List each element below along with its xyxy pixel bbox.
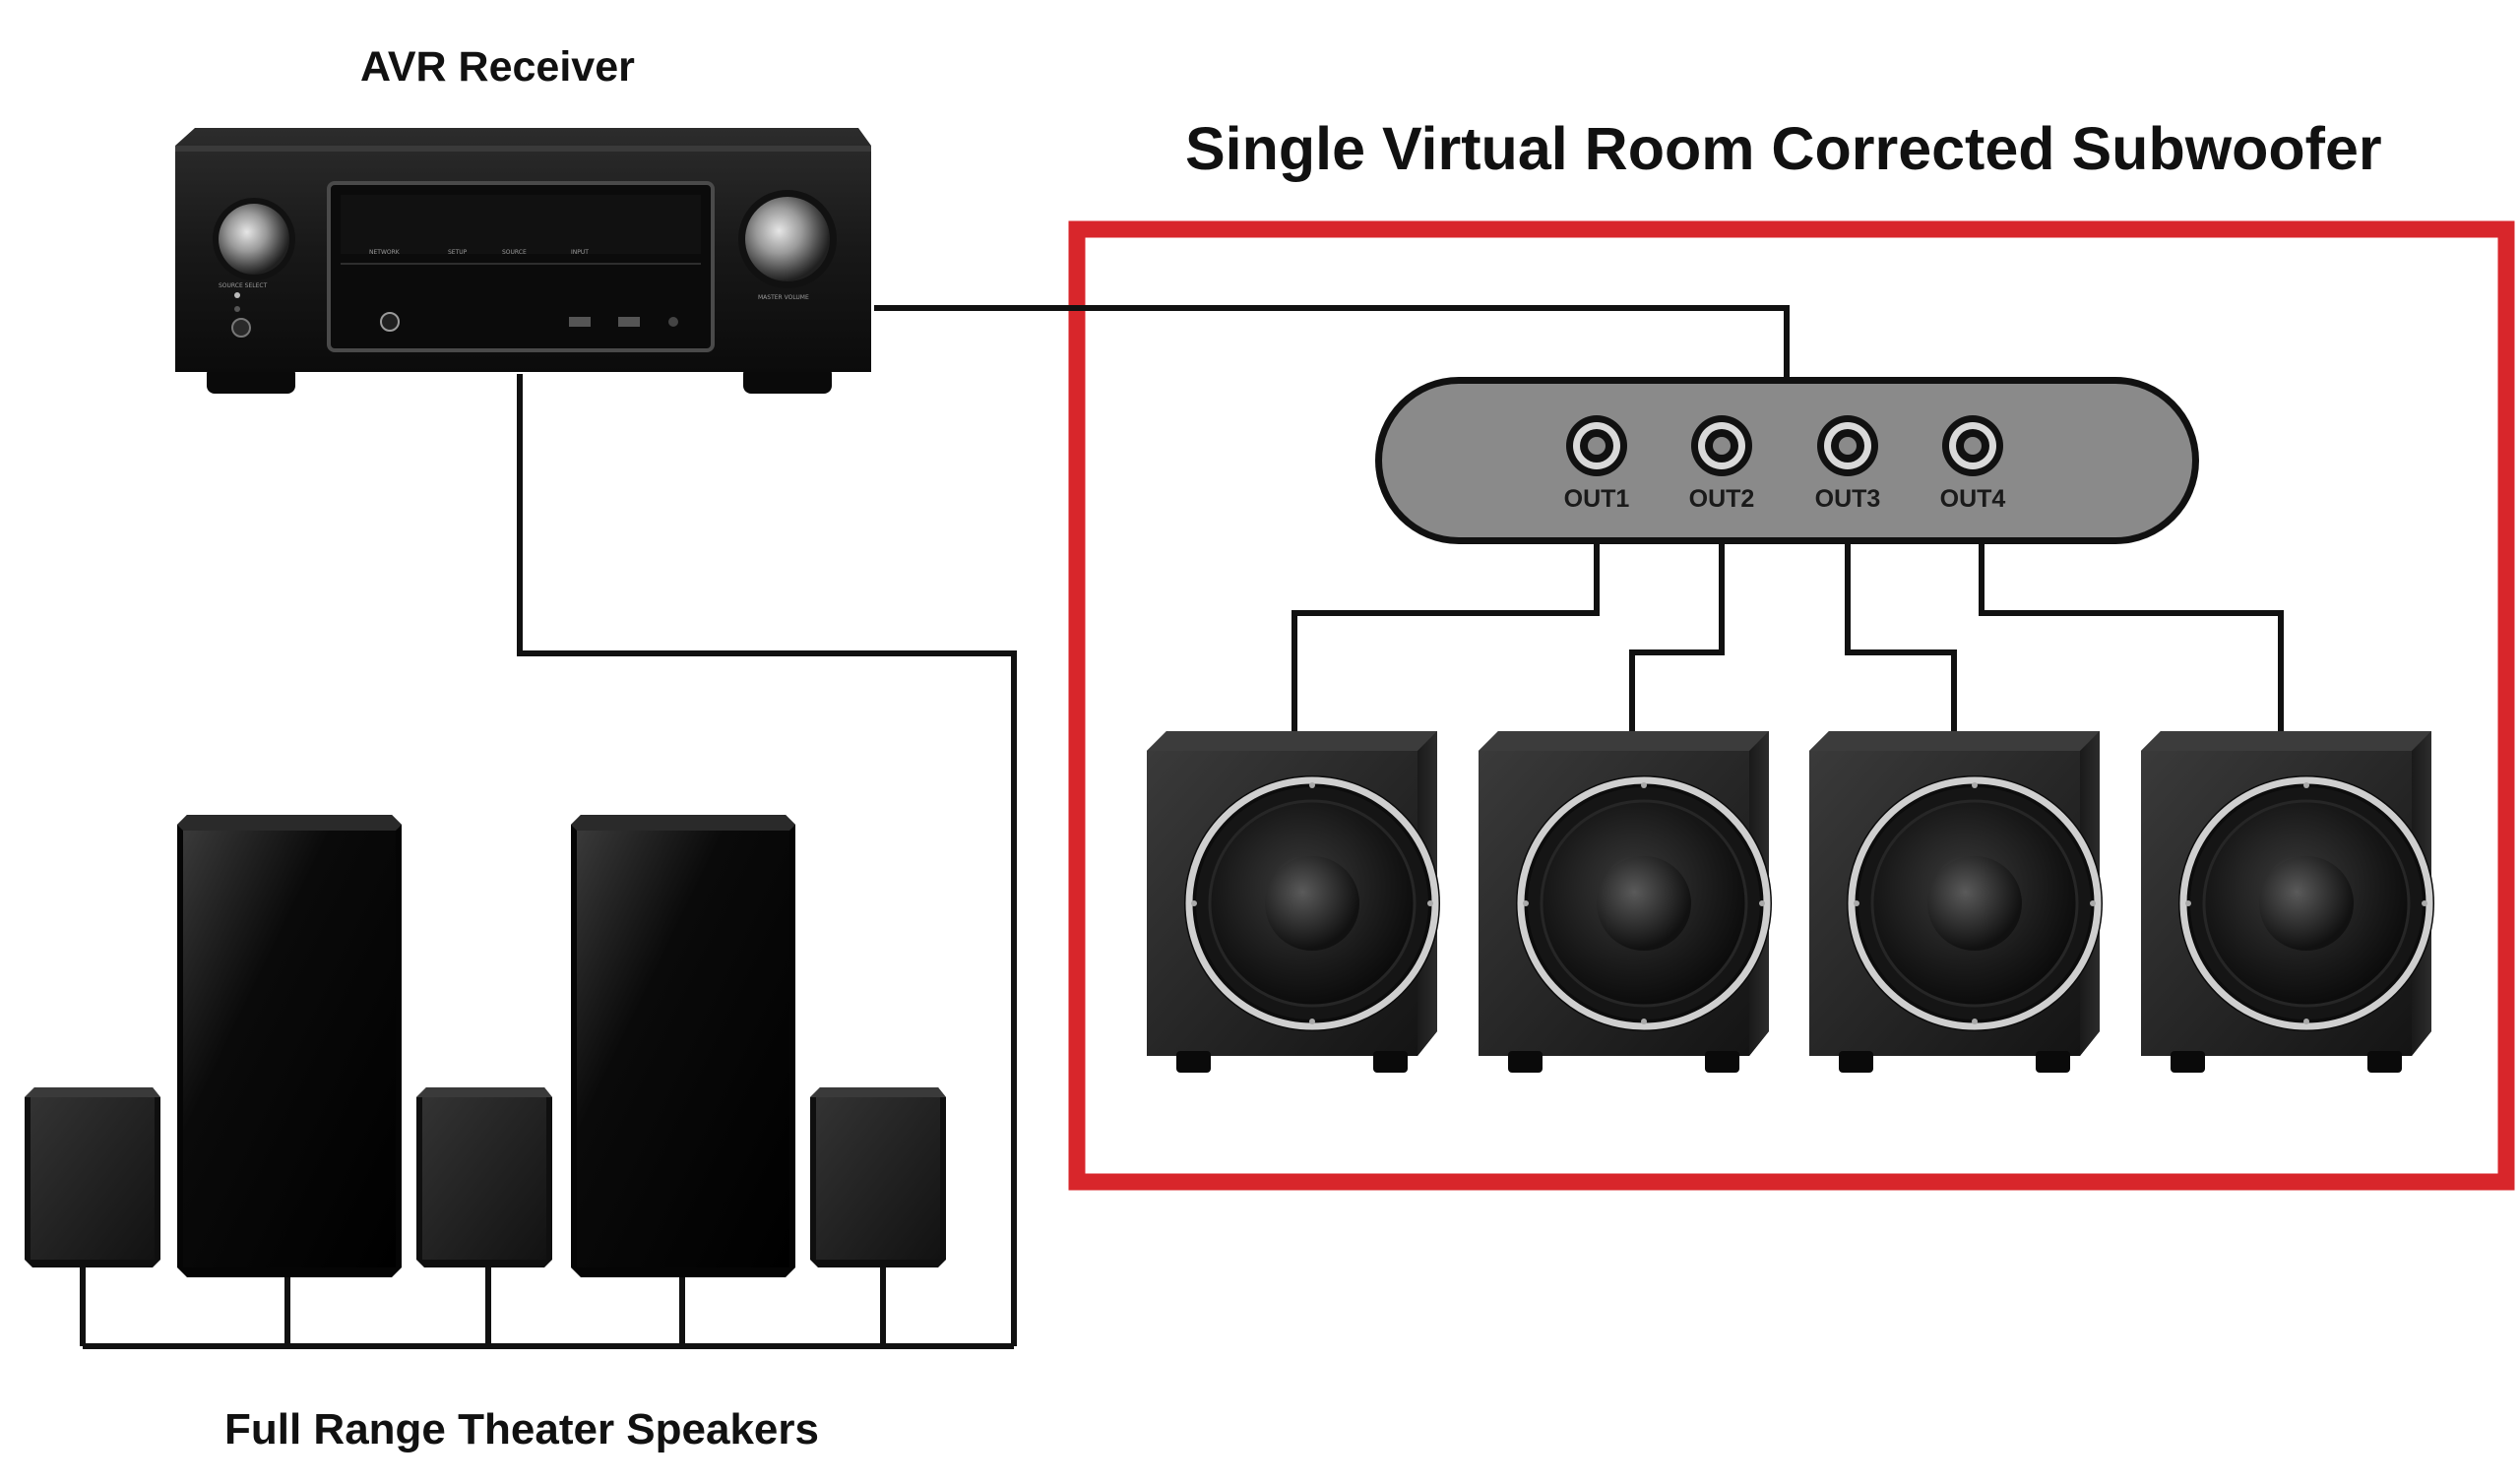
- svg-text:INPUT: INPUT: [571, 249, 589, 256]
- output-jack-1: [1566, 415, 1627, 476]
- svg-text:SOURCE: SOURCE: [502, 249, 527, 256]
- splitter-box-icon: OUT1 OUT2 OUT3 OUT4: [1375, 377, 2199, 544]
- output-jack-2: [1691, 415, 1752, 476]
- svg-text:NETWORK: NETWORK: [369, 249, 401, 256]
- output-jack-3: [1817, 415, 1878, 476]
- av-receiver-icon: NETWORK SETUP SOURCE INPUT SOURCE SELECT…: [175, 128, 871, 394]
- subwoofer-icon: [1479, 731, 1772, 1073]
- subwoofer-icon: [1147, 731, 1440, 1073]
- output-jack-4: [1942, 415, 2003, 476]
- port-label-out1: OUT1: [1564, 485, 1630, 513]
- satellite-speaker-icon: [810, 1087, 946, 1267]
- port-label-out4: OUT4: [1940, 485, 2006, 513]
- subwoofer-group-title: Single Virtual Room Corrected Subwoofer: [1185, 115, 2382, 182]
- subwoofer-icon: [2141, 731, 2434, 1073]
- tower-speaker-icon: [177, 815, 402, 1277]
- svg-text:SOURCE SELECT: SOURCE SELECT: [219, 282, 268, 289]
- svg-text:SETUP: SETUP: [448, 249, 468, 256]
- satellite-speaker-icon: [25, 1087, 160, 1267]
- tower-speaker-icon: [571, 815, 795, 1277]
- subwoofer-group-border: [1068, 220, 2515, 1191]
- speakers-label: Full Range Theater Speakers: [224, 1405, 819, 1453]
- port-label-out3: OUT3: [1815, 485, 1881, 513]
- port-label-out2: OUT2: [1689, 485, 1755, 513]
- receiver-label: AVR Receiver: [360, 43, 635, 91]
- satellite-speaker-icon: [416, 1087, 552, 1267]
- subwoofer-icon: [1809, 731, 2103, 1073]
- wires: [80, 305, 2284, 1349]
- svg-text:MASTER VOLUME: MASTER VOLUME: [758, 294, 809, 301]
